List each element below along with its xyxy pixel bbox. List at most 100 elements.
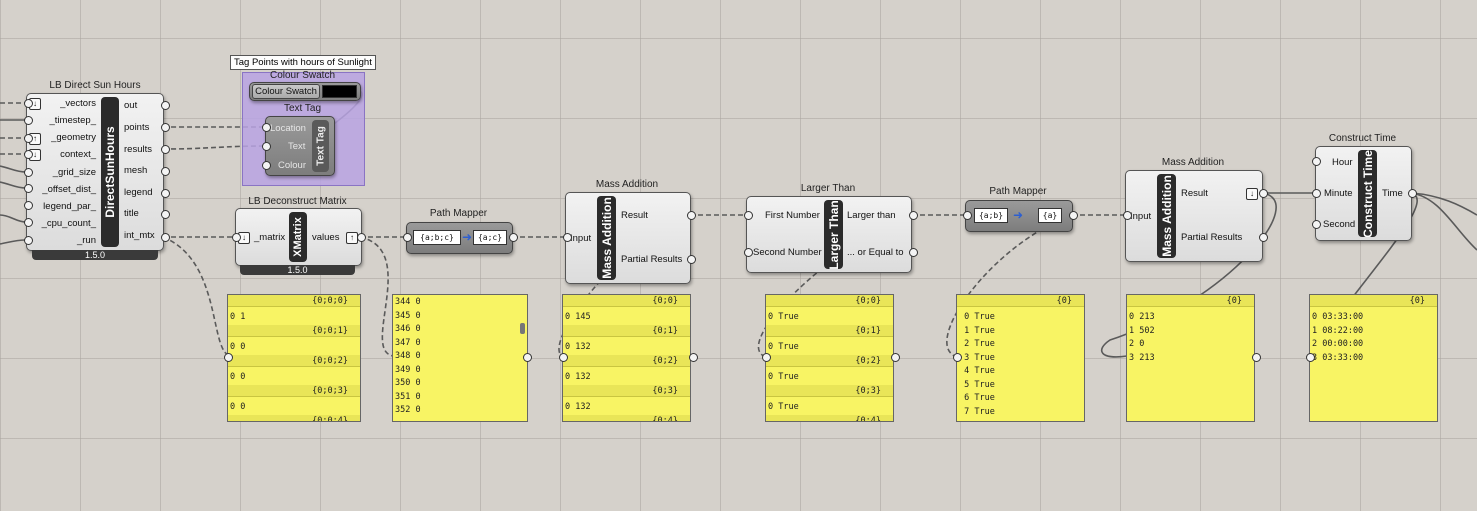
direct-sun-output-0[interactable]: out xyxy=(124,100,138,111)
direct-sun-output-2[interactable]: results xyxy=(124,144,152,155)
connection-grip[interactable] xyxy=(744,211,753,220)
text-tag-input-text[interactable]: Text xyxy=(288,141,306,152)
connection-grip[interactable] xyxy=(687,211,696,220)
direct-sun-input-2[interactable]: _geometry xyxy=(51,132,96,143)
connection-grip[interactable] xyxy=(161,210,170,219)
connection-grip[interactable] xyxy=(161,167,170,176)
construct-time-input-second[interactable]: Second xyxy=(1323,219,1356,230)
connection-grip[interactable] xyxy=(744,248,753,257)
connection-grip[interactable] xyxy=(24,236,33,245)
deconstruct-input-matrix[interactable]: _matrix xyxy=(254,232,286,243)
colour-swatch-component[interactable]: Colour Swatch xyxy=(249,82,361,101)
colour-swatch-color[interactable] xyxy=(322,85,357,98)
connection-grip[interactable] xyxy=(1312,157,1321,166)
mass-addition-2-component[interactable]: Input Mass Addition Result ↓ Partial Res… xyxy=(1125,170,1263,262)
direct-sun-output-5[interactable]: title xyxy=(124,208,139,219)
connection-grip[interactable] xyxy=(24,184,33,193)
direct-sun-input-0[interactable]: _vectors xyxy=(60,98,96,109)
construct-time-output-time[interactable]: Time xyxy=(1382,188,1403,199)
connection-grip[interactable] xyxy=(1259,189,1268,198)
connection-grip[interactable] xyxy=(161,233,170,242)
larger-than-output-larger[interactable]: Larger than xyxy=(847,210,896,221)
connection-grip[interactable] xyxy=(909,248,918,257)
connection-grip[interactable] xyxy=(1408,189,1417,198)
larger-than-output-equal[interactable]: ... or Equal to xyxy=(847,247,904,258)
connection-grip[interactable] xyxy=(689,353,698,362)
text-tag-component[interactable]: Location Text Colour Text Tag xyxy=(265,116,335,176)
direct-sun-input-1[interactable]: _timestep_ xyxy=(49,115,96,126)
direct-sun-input-8[interactable]: _run xyxy=(76,235,96,246)
connection-grip[interactable] xyxy=(1252,353,1261,362)
connection-grip[interactable] xyxy=(1312,189,1321,198)
direct-sun-input-4[interactable]: _grid_size xyxy=(52,167,96,178)
connection-grip[interactable] xyxy=(24,201,33,210)
arrow-down-icon[interactable]: ↓ xyxy=(1246,188,1258,200)
colour-swatch-button[interactable]: Colour Swatch xyxy=(252,84,320,99)
scrollbar[interactable] xyxy=(520,323,525,334)
connection-grip[interactable] xyxy=(509,233,518,242)
text-tag-input-colour[interactable]: Colour xyxy=(278,160,306,171)
connection-grip[interactable] xyxy=(224,353,233,362)
connection-grip[interactable] xyxy=(563,233,572,242)
direct-sun-input-7[interactable]: _cpu_count_ xyxy=(41,218,96,229)
connection-grip[interactable] xyxy=(262,142,271,151)
connection-grip[interactable] xyxy=(357,233,366,242)
connection-grip[interactable] xyxy=(1312,220,1321,229)
mass-add-1-input[interactable]: Input xyxy=(570,233,592,244)
panel-mass-add-1[interactable]: {0;0}0 145{0;1}0 132{0;2}0 132{0;3}0 132… xyxy=(562,294,691,422)
panel-int-mtx[interactable]: {0;0;0}0 1{0;0;1}0 0{0;0;2}0 0{0;0;3}0 0… xyxy=(227,294,361,422)
construct-time-input-hour[interactable]: Hour xyxy=(1332,157,1353,168)
connection-grip[interactable] xyxy=(891,353,900,362)
connection-grip[interactable] xyxy=(24,150,33,159)
mass-add-2-output-partial[interactable]: Partial Results xyxy=(1181,232,1243,243)
direct-sun-output-4[interactable]: legend xyxy=(124,187,153,198)
mass-add-2-output-result[interactable]: Result xyxy=(1181,188,1208,199)
connection-grip[interactable] xyxy=(909,211,918,220)
deconstruct-output-values[interactable]: values xyxy=(312,232,340,243)
path-mapper-2-component[interactable]: {a;b} ➜ {a} xyxy=(965,200,1073,232)
connection-grip[interactable] xyxy=(24,99,33,108)
mass-add-1-output-result[interactable]: Result xyxy=(621,210,648,221)
direct-sun-output-6[interactable]: int_mtx xyxy=(124,230,155,241)
connection-grip[interactable] xyxy=(687,255,696,264)
text-tag-input-location[interactable]: Location xyxy=(270,123,306,134)
panel-path-mapper-2[interactable]: {0} 0 True 1 True 2 True 3 True 4 True 5… xyxy=(956,294,1085,422)
direct-sun-output-3[interactable]: mesh xyxy=(124,165,148,176)
mass-addition-1-component[interactable]: Input Mass Addition Result Partial Resul… xyxy=(565,192,691,284)
connection-grip[interactable] xyxy=(24,116,33,125)
connection-grip[interactable] xyxy=(523,353,532,362)
panel-larger-than[interactable]: {0;0}0 True{0;1}0 True{0;2}0 True{0;3}0 … xyxy=(765,294,894,422)
construct-time-input-minute[interactable]: Minute xyxy=(1324,188,1353,199)
direct-sun-input-3[interactable]: context_ xyxy=(60,149,96,160)
connection-grip[interactable] xyxy=(762,353,771,362)
deconstruct-matrix-component[interactable]: ↓ _matrix XMatrix values ↑ xyxy=(235,208,362,266)
connection-grip[interactable] xyxy=(161,189,170,198)
direct-sun-input-6[interactable]: legend_par_ xyxy=(43,201,96,212)
connection-grip[interactable] xyxy=(262,123,271,132)
direct-sun-output-1[interactable]: points xyxy=(124,122,150,133)
construct-time-component[interactable]: Hour Minute Second Construct Time Time xyxy=(1315,146,1412,241)
connection-grip[interactable] xyxy=(1259,233,1268,242)
path-mapper-1-component[interactable]: {a;b;c} ➜ {a;c} xyxy=(406,222,513,254)
connection-grip[interactable] xyxy=(262,161,271,170)
connection-grip[interactable] xyxy=(1069,211,1078,220)
connection-grip[interactable] xyxy=(963,211,972,220)
larger-than-input-first[interactable]: First Number xyxy=(765,210,820,221)
connection-grip[interactable] xyxy=(161,101,170,110)
direct-sun-input-5[interactable]: _offset_dist_ xyxy=(42,184,96,195)
connection-grip[interactable] xyxy=(24,218,33,227)
connection-grip[interactable] xyxy=(24,134,33,143)
larger-than-component[interactable]: First Number Second Number Larger Than L… xyxy=(746,196,912,273)
connection-grip[interactable] xyxy=(403,233,412,242)
mass-add-1-output-partial[interactable]: Partial Results xyxy=(621,254,683,265)
connection-grip[interactable] xyxy=(953,353,962,362)
connection-grip[interactable] xyxy=(232,233,241,242)
connection-grip[interactable] xyxy=(24,168,33,177)
connection-grip[interactable] xyxy=(1306,353,1315,362)
connection-grip[interactable] xyxy=(559,353,568,362)
connection-grip[interactable] xyxy=(1123,211,1132,220)
